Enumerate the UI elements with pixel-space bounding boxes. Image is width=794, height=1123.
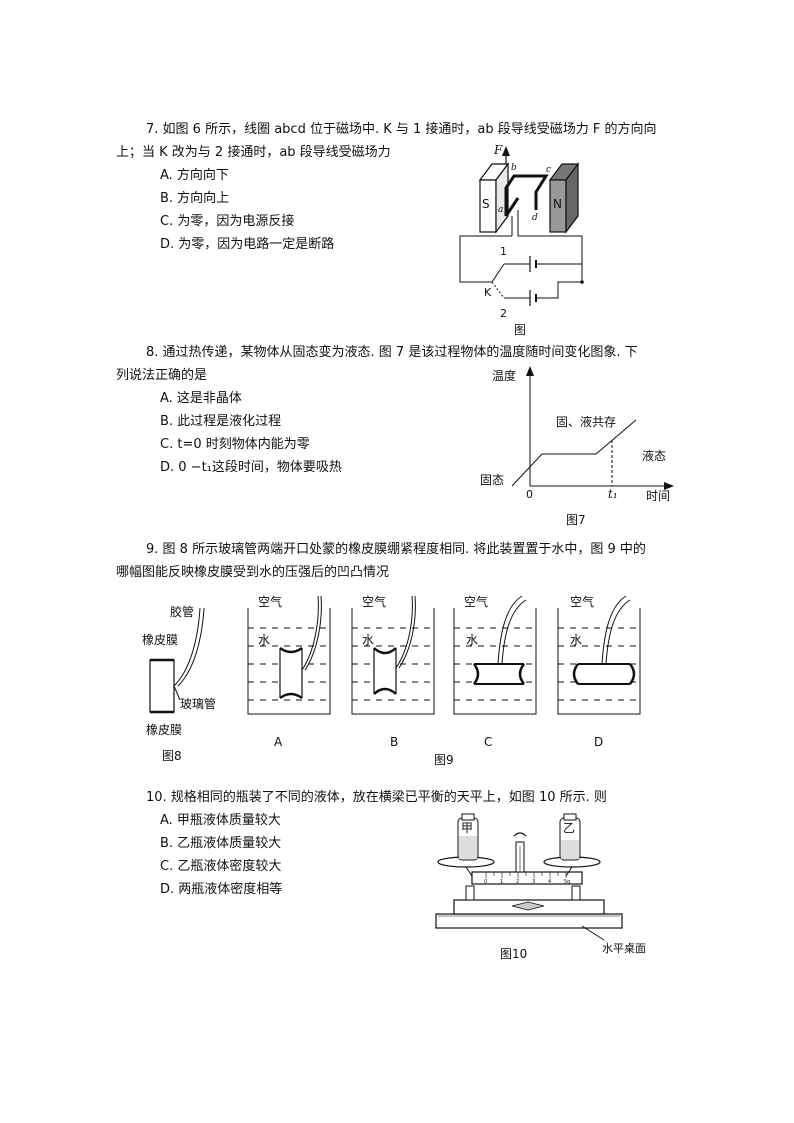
beaker-c-water: 水 bbox=[466, 633, 478, 647]
scale-0: 0 bbox=[484, 879, 487, 885]
scale-5g: 5g bbox=[564, 879, 570, 885]
beaker-c: 空气 水 C bbox=[453, 594, 537, 749]
graph-ylabel: 温度 bbox=[492, 368, 516, 383]
label-membrane-top: 橡皮膜 bbox=[142, 633, 178, 647]
beaker-b-water: 水 bbox=[362, 633, 374, 647]
beaker-c-air: 空气 bbox=[464, 594, 488, 609]
figure-10-caption: 图10 bbox=[500, 947, 527, 961]
beaker-d-water: 水 bbox=[570, 633, 582, 647]
q7-stem-line1: 7. 如图 6 所示，线圈 abcd 位于磁场中. K 与 1 接通时，ab 段… bbox=[146, 122, 657, 137]
contact-2-label: 2 bbox=[500, 307, 507, 320]
beaker-d: 空气 水 D bbox=[557, 594, 641, 749]
graph-origin: 0 bbox=[526, 488, 533, 501]
s-pole-label: S bbox=[482, 197, 490, 211]
switch-label: K bbox=[484, 286, 492, 299]
label-d: D bbox=[594, 735, 603, 749]
figure-6-magnet-circuit: F S N b c a d 1 K bbox=[459, 143, 584, 337]
label-liquid: 液态 bbox=[642, 448, 666, 463]
q10-option-b: B. 乙瓶液体质量较大 bbox=[160, 836, 282, 851]
q8-option-b: B. 此过程是液化过程 bbox=[160, 414, 282, 429]
label-hose: 胶管 bbox=[170, 604, 194, 619]
q10-option-c: C. 乙瓶液体密度较大 bbox=[160, 859, 282, 874]
coil-label-a: a bbox=[498, 205, 503, 215]
table-label: 水平桌面 bbox=[602, 942, 646, 955]
q10-stem-line1: 10. 规格相同的瓶装了不同的液体，放在横梁已平衡的天平上，如图 10 所示. … bbox=[146, 790, 607, 805]
q8-stem-line1: 8. 通过热传递，某物体从固态变为液态. 图 7 是该过程物体的温度随时间变化图… bbox=[146, 345, 638, 360]
graph-t1: t₁ bbox=[608, 487, 618, 501]
q8-option-a: A. 这是非晶体 bbox=[160, 391, 242, 406]
q7-option-c: C. 为零，因为电源反接 bbox=[160, 214, 295, 229]
figure-6-caption: 图 bbox=[514, 323, 526, 337]
question-8: 8. 通过热传递，某物体从固态变为液态. 图 7 是该过程物体的温度随时间变化图… bbox=[116, 341, 686, 479]
figure-7-temperature-graph: 温度 0 t₁ 时间 固态 固、液共存 液态 图7 bbox=[480, 366, 674, 527]
figure-8-glass-tube: 胶管 橡皮膜 玻璃管 橡皮膜 图8 bbox=[142, 604, 216, 763]
figure-10-balance: 0 1 2 3 4 5g 甲 乙 水平桌面 图10 bbox=[435, 813, 646, 961]
q9-stem-line2: 哪幅图能反映橡皮膜受到水的压强后的凹凸情况 bbox=[116, 565, 390, 580]
q7-stem-line2: 上；当 K 改为与 2 接通时，ab 段导线受磁场力 bbox=[116, 145, 391, 160]
beaker-b: 空气 水 B bbox=[351, 594, 435, 749]
label-solid: 固态 bbox=[480, 473, 504, 487]
q7-option-d: D. 为零，因为电路一定是断路 bbox=[160, 237, 335, 252]
beaker-a-air: 空气 bbox=[258, 594, 282, 609]
scale-1: 1 bbox=[500, 879, 503, 885]
coil-label-c: c bbox=[546, 165, 551, 175]
coil-label-b: b bbox=[511, 163, 517, 173]
n-pole-label: N bbox=[553, 197, 562, 211]
q10-option-d: D. 两瓶液体密度相等 bbox=[160, 882, 283, 897]
figure-9-beakers: 空气 水 A 空气 水 bbox=[247, 594, 641, 767]
label-tube: 玻璃管 bbox=[180, 696, 216, 711]
contact-1-label: 1 bbox=[500, 245, 507, 258]
label-mixed: 固、液共存 bbox=[556, 414, 616, 429]
label-c: C bbox=[484, 735, 492, 749]
question-7: 7. 如图 6 所示，线圈 abcd 位于磁场中. K 与 1 接通时，ab 段… bbox=[116, 118, 686, 256]
figure-9-caption: 图9 bbox=[434, 753, 454, 767]
q10-option-a: A. 甲瓶液体质量较大 bbox=[160, 813, 281, 828]
scale-3: 3 bbox=[532, 879, 535, 885]
figure-7-caption: 图7 bbox=[566, 513, 586, 527]
label-membrane-bottom: 橡皮膜 bbox=[146, 723, 182, 737]
question-9: 9. 图 8 所示玻璃管两端开口处蒙的橡皮膜绷紧程度相同. 将此装置置于水中，图… bbox=[116, 538, 686, 584]
beaker-b-air: 空气 bbox=[362, 594, 386, 609]
q7-option-b: B. 方向向上 bbox=[160, 191, 230, 206]
scale-2: 2 bbox=[516, 879, 519, 885]
q8-option-d: D. 0 −t₁这段时间，物体要吸热 bbox=[160, 460, 342, 475]
label-b: B bbox=[390, 735, 398, 749]
figure-8-caption: 图8 bbox=[162, 749, 182, 763]
graph-xlabel: 时间 bbox=[646, 489, 670, 503]
scale-4: 4 bbox=[548, 879, 551, 885]
bottle-jia-label: 甲 bbox=[461, 821, 473, 835]
q8-option-c: C. t=0 时刻物体内能为零 bbox=[160, 437, 310, 452]
beaker-a-water: 水 bbox=[258, 633, 270, 647]
beaker-d-air: 空气 bbox=[570, 594, 594, 609]
q7-option-a: A. 方向向下 bbox=[160, 168, 229, 183]
bottle-yi-label: 乙 bbox=[563, 821, 575, 835]
q8-stem-line2: 列说法正确的是 bbox=[116, 368, 208, 383]
beaker-a: 空气 水 A bbox=[247, 594, 331, 749]
coil-label-d: d bbox=[532, 213, 538, 223]
label-a: A bbox=[274, 735, 283, 749]
q9-stem-line1: 9. 图 8 所示玻璃管两端开口处蒙的橡皮膜绷紧程度相同. 将此装置置于水中，图… bbox=[146, 542, 646, 557]
force-label: F bbox=[493, 143, 503, 157]
question-10: 10. 规格相同的瓶装了不同的液体，放在横梁已平衡的天平上，如图 10 所示. … bbox=[116, 786, 686, 901]
